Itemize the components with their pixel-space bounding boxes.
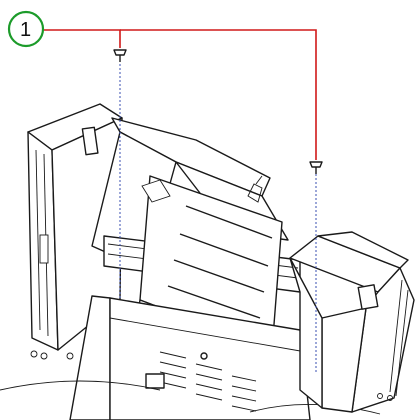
screw-icon	[113, 49, 127, 62]
callout-badge: 1	[7, 10, 45, 48]
left-side-frame	[27, 103, 123, 360]
guide-lines	[119, 56, 317, 372]
lower-cabinet	[0, 295, 381, 420]
vent-slots	[159, 351, 257, 412]
screw-icon	[309, 161, 323, 174]
callout-circle	[7, 10, 45, 48]
label-plate	[145, 373, 165, 389]
callout-number: 1	[20, 19, 31, 41]
right-side-frame	[289, 231, 415, 413]
callout-leader	[40, 29, 317, 160]
main-panel	[91, 117, 301, 363]
